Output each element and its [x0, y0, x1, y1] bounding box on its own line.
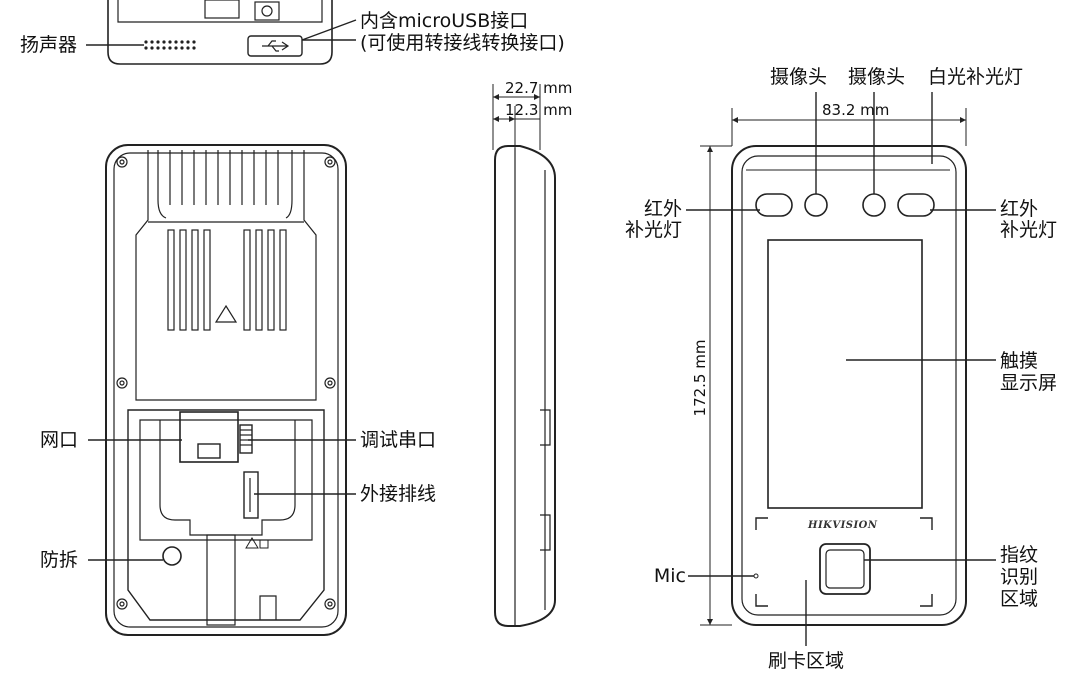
label-card-area: 刷卡区域 [767, 650, 844, 672]
label-white-light: 白光补光灯 [928, 66, 1024, 88]
label-network-port: 网口 [40, 429, 79, 451]
label-speaker: 扬声器 [20, 34, 78, 56]
warning-label-icon [245, 537, 269, 549]
camera-right [862, 193, 886, 217]
label-fingerprint-line3: 区域 [1000, 588, 1039, 610]
card-area-frame [755, 517, 933, 607]
bottom-edge-view [86, 0, 357, 65]
speaker-grille [144, 40, 196, 50]
network-port [179, 411, 239, 463]
label-external-ribbon: 外接排线 [360, 483, 437, 505]
dim-width: 83.2 mm [822, 101, 890, 119]
warning-triangle-icon [214, 304, 238, 323]
label-camera-right: 摄像头 [848, 66, 906, 88]
label-ir-right-line1: 红外 [1000, 198, 1039, 220]
ir-light-left [755, 193, 793, 217]
debug-serial-port [239, 424, 253, 454]
fingerprint-sensor [819, 543, 871, 595]
tamper-switch [162, 546, 182, 566]
label-touch-line2: 显示屏 [1000, 372, 1058, 394]
label-fingerprint-line2: 识别 [1000, 566, 1039, 588]
label-mic: Mic [653, 565, 686, 587]
brand-logo: HIKVISION [808, 520, 878, 531]
label-debug-serial: 调试串口 [360, 429, 437, 451]
label-tamper: 防拆 [40, 549, 79, 571]
front-view [686, 92, 996, 646]
label-touch-line1: 触摸 [1000, 350, 1039, 372]
label-ir-right-line2: 补光灯 [1000, 219, 1058, 241]
label-usb-line2: (可使用转接线转换接口) [360, 32, 565, 54]
dim-depth-total: 22.7 mm [505, 79, 573, 97]
ir-light-right [897, 193, 935, 217]
usb-icon [262, 40, 290, 52]
label-ir-left-line2: 补光灯 [624, 219, 682, 241]
ribbon-connector [243, 471, 259, 519]
back-view [88, 144, 356, 636]
touch-display [767, 239, 923, 509]
mic-hole [753, 573, 759, 579]
camera-left [804, 193, 828, 217]
dim-depth-body: 12.3 mm [505, 101, 573, 119]
label-fingerprint-line1: 指纹 [1000, 544, 1039, 566]
dim-height: 172.5 mm [691, 339, 709, 417]
label-camera-left: 摄像头 [770, 66, 828, 88]
side-view [492, 84, 556, 627]
label-ir-left-line1: 红外 [643, 198, 682, 220]
label-usb-line1: 内含microUSB接口 [360, 10, 529, 32]
usb-port [247, 35, 303, 57]
